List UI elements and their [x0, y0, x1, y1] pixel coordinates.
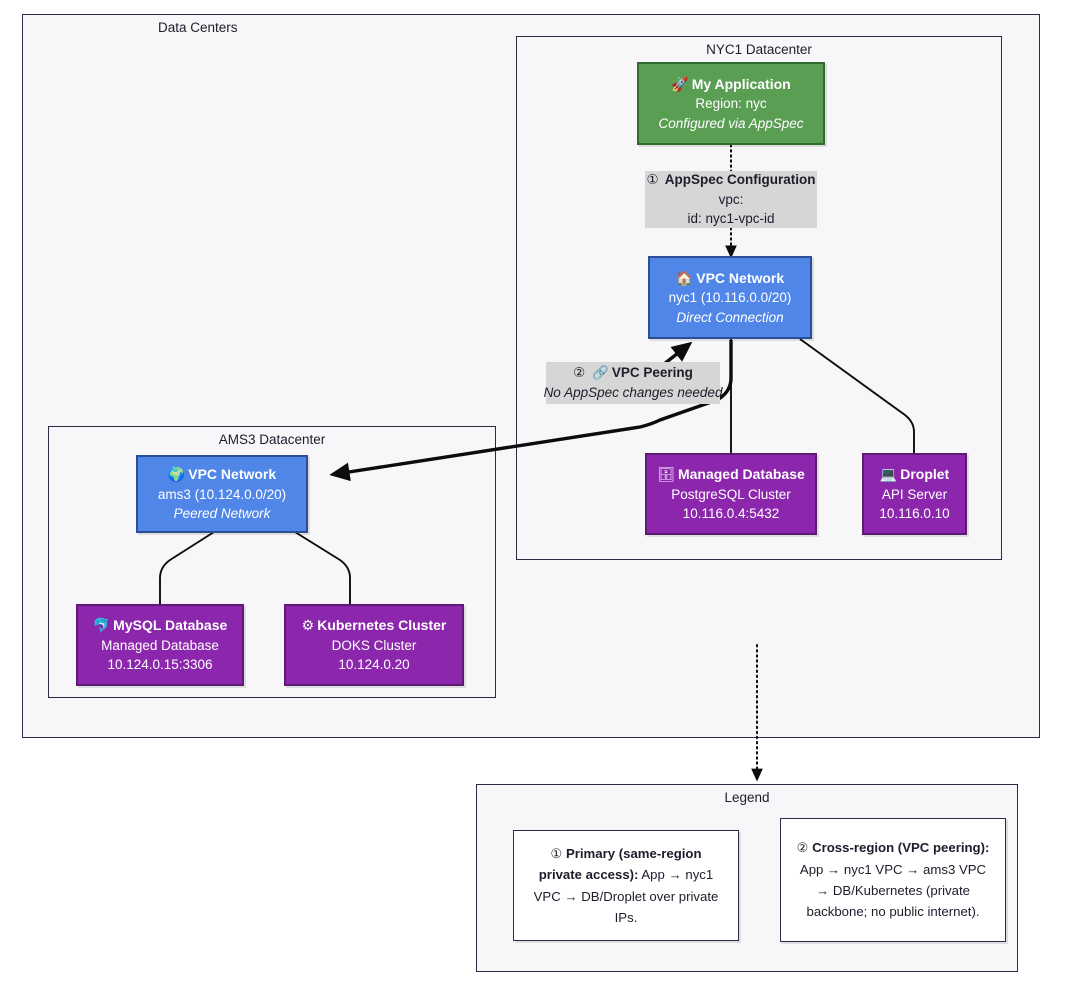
file-cabinet-icon: 🗄 [657, 466, 675, 483]
node-line3-kubernetes-cluster: 10.124.0.20 [338, 657, 410, 673]
cluster-label-nyc1: NYC1 Datacenter [706, 42, 812, 57]
node-line3-appspec-configuration: id: nyc1-vpc-id [687, 211, 775, 227]
node-line2-vpc-peering: No AppSpec changes needed [543, 385, 723, 400]
legend-card-primary-bold: Primary (same-region private access): [538, 845, 702, 883]
circled-two-marker: ② [796, 840, 809, 856]
node-line2-droplet: API Server [881, 486, 948, 502]
link-icon: 🔗 [592, 365, 609, 381]
node-title-my-application: 🚀My Application [671, 75, 791, 92]
rocket-icon: 🚀 [671, 75, 689, 92]
node-title-appspec-configuration: ① AppSpec Configuration [646, 172, 816, 188]
node-managed-database[interactable]: 🗄Managed Database PostgreSQL Cluster 10.… [645, 453, 817, 535]
globe-icon: 🌍 [167, 466, 186, 483]
node-ams3-vpc-network[interactable]: 🌍VPC Network ams3 (10.124.0.0/20) Peered… [136, 455, 308, 533]
cluster-label-ams3: AMS3 Datacenter [218, 432, 326, 447]
node-title-mysql-database: 🐬MySQL Database [92, 617, 228, 634]
legend-card-cross-region[interactable]: ② Cross-region (VPC peering): App → nyc1… [780, 818, 1006, 942]
node-title-kubernetes-cluster: ⚙Kubernetes Cluster [301, 617, 447, 634]
node-line2-appspec-configuration: vpc: [718, 191, 744, 207]
node-mysql-database[interactable]: 🐬MySQL Database Managed Database 10.124.… [76, 604, 244, 686]
node-line2-mysql-database: Managed Database [101, 637, 219, 653]
node-line3-droplet: 10.116.0.10 [879, 506, 950, 522]
node-kubernetes-cluster[interactable]: ⚙Kubernetes Cluster DOKS Cluster 10.124.… [284, 604, 464, 686]
node-title-vpc-peering: ② 🔗VPC Peering [573, 365, 693, 381]
house-icon: 🏠 [675, 269, 694, 286]
legend-card-cross-region-text: ② Cross-region (VPC peering): App → nyc1… [795, 837, 991, 923]
cluster-label-legend: Legend [724, 790, 770, 805]
circled-two-marker: ② [573, 365, 586, 381]
node-droplet[interactable]: 💻Droplet API Server 10.116.0.10 [862, 453, 967, 535]
circled-one-marker: ① [550, 845, 563, 861]
node-my-application[interactable]: 🚀My Application Region: nyc Configured v… [637, 62, 825, 145]
node-line2-managed-database: PostgreSQL Cluster [671, 486, 791, 502]
node-line3-mysql-database: 10.124.0.15:3306 [107, 657, 213, 673]
legend-card-primary-rest: App → nyc1 VPC → DB/Droplet over private… [533, 867, 719, 925]
legend-card-cross-region-bold: Cross-region (VPC peering): [812, 840, 990, 856]
node-line2-nyc1-vpc-network: nyc1 (10.116.0.0/20) [668, 290, 792, 306]
node-line2-ams3-vpc-network: ams3 (10.124.0.0/20) [157, 486, 287, 502]
legend-card-cross-region-rest: App → nyc1 VPC → ams3 VPC → DB/Kubernete… [799, 861, 987, 920]
node-title-nyc1-vpc-network: 🏠VPC Network [675, 269, 785, 286]
node-line3-managed-database: 10.116.0.4:5432 [682, 506, 780, 522]
node-line3-nyc1-vpc-network: Direct Connection [676, 309, 784, 325]
node-line2-kubernetes-cluster: DOKS Cluster [331, 637, 417, 653]
legend-card-primary-text: ① Primary (same-region private access): … [528, 843, 724, 929]
node-title-ams3-vpc-network: 🌍VPC Network [167, 466, 277, 483]
laptop-icon: 💻 [879, 466, 898, 483]
circled-one-marker: ① [646, 172, 659, 188]
node-title-droplet: 💻Droplet [879, 466, 950, 483]
gear-icon: ⚙ [301, 617, 315, 634]
node-line2-my-application: Region: nyc [695, 96, 767, 112]
legend-card-primary[interactable]: ① Primary (same-region private access): … [513, 830, 739, 941]
dolphin-icon: 🐬 [92, 617, 111, 634]
node-line3-my-application: Configured via AppSpec [658, 115, 804, 131]
cluster-label-data-centers: Data Centers [158, 20, 238, 35]
node-nyc1-vpc-network[interactable]: 🏠VPC Network nyc1 (10.116.0.0/20) Direct… [648, 256, 812, 339]
node-line3-ams3-vpc-network: Peered Network [173, 506, 271, 522]
node-vpc-peering[interactable]: ② 🔗VPC Peering No AppSpec changes needed [543, 362, 723, 404]
node-title-managed-database: 🗄Managed Database [657, 466, 805, 483]
node-appspec-configuration[interactable]: ① AppSpec Configuration vpc: id: nyc1-vp… [645, 171, 817, 228]
